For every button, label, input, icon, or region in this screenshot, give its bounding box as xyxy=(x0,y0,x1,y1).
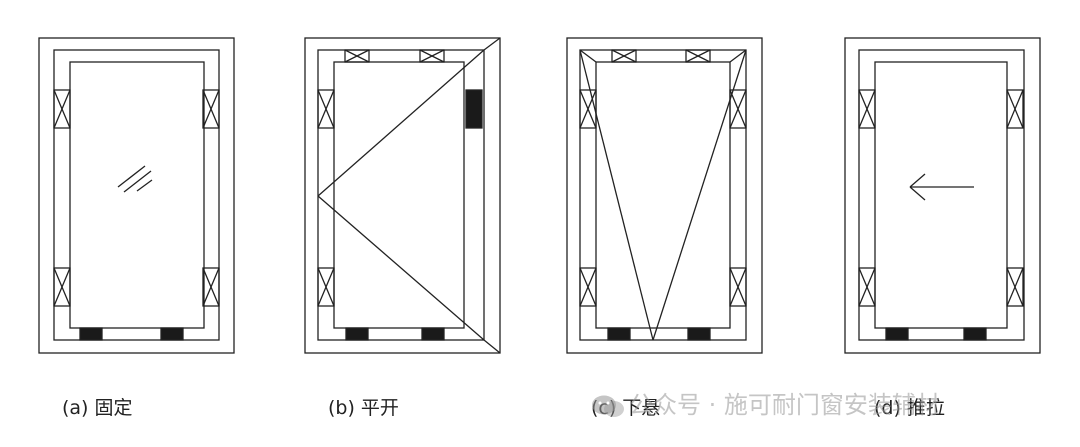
hinge-block-right-upper xyxy=(729,89,747,129)
wechat-logo-icon xyxy=(592,395,624,417)
window-casement xyxy=(304,37,501,354)
bottom-block-right xyxy=(421,327,445,341)
top-block-right xyxy=(419,49,445,63)
bottom-block-left xyxy=(885,327,909,341)
top-block-left xyxy=(344,49,370,63)
window-fixed xyxy=(38,37,235,354)
outer-frame xyxy=(304,37,501,354)
sash xyxy=(874,61,1008,329)
sash xyxy=(333,61,465,329)
top-block-right xyxy=(685,49,711,63)
hinge-block-left-upper xyxy=(579,89,597,129)
corner-line-right xyxy=(729,49,747,63)
inner-frame xyxy=(53,49,220,341)
opening-direction-icon xyxy=(579,49,747,341)
caption-sliding: (d) 推拉 xyxy=(874,397,945,419)
hinge-block-left-lower xyxy=(317,267,335,307)
window-sliding xyxy=(844,37,1041,354)
hinge-block-left-upper xyxy=(53,89,71,129)
bottom-block-left xyxy=(345,327,369,341)
bottom-block-right xyxy=(687,327,711,341)
hinge-block-right-upper xyxy=(1006,89,1024,129)
top-block-left xyxy=(611,49,637,63)
corner-line-left xyxy=(579,49,597,63)
bottom-block-left xyxy=(607,327,631,341)
handle-block xyxy=(465,89,483,129)
corner-line-bottom xyxy=(483,339,501,354)
sash xyxy=(595,61,731,329)
corner-line-top xyxy=(483,37,501,51)
watermark: 公众号 · 施可耐门窗安装辅材 xyxy=(591,390,940,420)
opening-direction-icon xyxy=(317,49,485,341)
arrow-left-icon xyxy=(909,173,974,201)
hinge-block-left-upper xyxy=(317,89,335,129)
bottom-block-right xyxy=(963,327,987,341)
hinge-block-left-lower xyxy=(858,267,876,307)
hinge-block-right-lower xyxy=(202,267,220,307)
outer-frame xyxy=(38,37,235,354)
outer-frame xyxy=(566,37,763,354)
hinge-block-left-upper xyxy=(858,89,876,129)
glass-icon xyxy=(117,165,153,193)
inner-frame xyxy=(858,49,1025,341)
hinge-block-left-lower xyxy=(53,267,71,307)
bottom-block-right xyxy=(160,327,184,341)
caption-casement: (b) 平开 xyxy=(328,397,399,419)
hinge-block-right-lower xyxy=(1006,267,1024,307)
bottom-block-left xyxy=(79,327,103,341)
hinge-block-right-upper xyxy=(202,89,220,129)
inner-frame xyxy=(579,49,747,341)
sash xyxy=(69,61,205,329)
outer-frame xyxy=(844,37,1041,354)
hinge-block-right-lower xyxy=(729,267,747,307)
window-bottom-hung xyxy=(566,37,763,354)
caption-fixed: (a) 固定 xyxy=(62,397,133,419)
watermark-text: 公众号 · 施可耐门窗安装辅材 xyxy=(629,391,940,419)
hinge-block-left-lower xyxy=(579,267,597,307)
inner-frame xyxy=(317,49,485,341)
